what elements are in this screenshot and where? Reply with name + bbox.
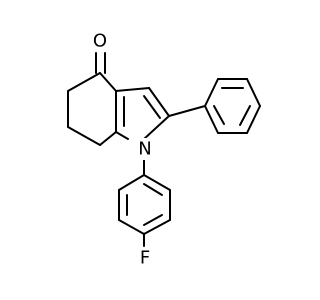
bond-phenyl-4-5 <box>246 105 261 134</box>
bond-c3-c2-inner <box>143 95 161 119</box>
molecule-canvas: O N F <box>67 30 261 269</box>
bond-c6-c7 <box>67 126 101 146</box>
oxygen-label: O <box>93 31 107 52</box>
bond-c2-n1 <box>143 115 170 140</box>
bond-aryl-1-2 <box>118 174 145 191</box>
bond-aryl-4-5 <box>143 219 171 235</box>
bond-c2-phenyl-ipso <box>168 105 206 117</box>
bond-c3a-c4 <box>99 72 117 92</box>
bond-c3a-c3 <box>115 87 150 92</box>
bond-phenyl-6-1-inner <box>213 105 225 125</box>
bond-aryl-6-1 <box>143 174 171 191</box>
bond-aryl-4-5-inner <box>143 214 163 226</box>
fluorine-label-background <box>136 247 154 269</box>
bond-phenyl-6-1 <box>204 105 219 134</box>
nitrogen-label-background <box>135 138 155 160</box>
bond-c4-c5 <box>67 72 101 92</box>
bond-phenyl-4-5-inner <box>239 105 251 126</box>
bond-phenyl-1-2 <box>204 78 219 107</box>
bond-phenyl-3-4 <box>246 78 261 107</box>
bond-aryl-6-1-inner <box>143 183 163 196</box>
nitrogen-label: N <box>138 139 151 160</box>
bond-n1-c7a <box>115 131 129 140</box>
bond-c3-c2 <box>148 87 170 117</box>
bond-c7-c7a <box>99 131 117 146</box>
fluorine-label: F <box>140 248 150 269</box>
bonds <box>67 52 261 247</box>
chemical-structure-diagram: O N F <box>67 30 261 269</box>
oxygen-label-background <box>90 30 110 52</box>
bond-aryl-3-4 <box>118 219 145 235</box>
atom-labels: O N F <box>90 30 155 269</box>
